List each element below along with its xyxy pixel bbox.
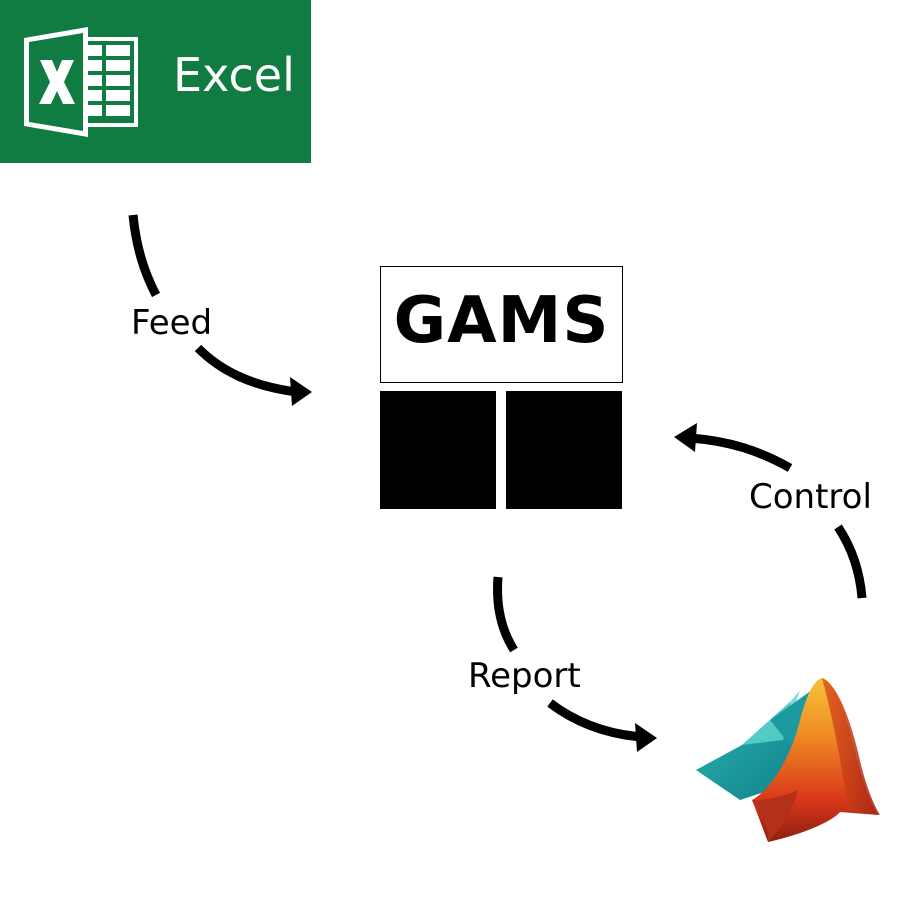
report-arrowhead-icon	[635, 723, 657, 752]
feed-arrow-lower	[194, 344, 298, 397]
control-arrow-upper	[689, 433, 793, 472]
excel-wordmark: Excel	[173, 48, 295, 102]
matlab-membrane-icon	[696, 678, 880, 842]
excel-icon	[24, 27, 138, 137]
feed-arrowhead-icon	[290, 377, 312, 406]
gams-wordmark: GAMS	[393, 284, 610, 358]
report-label: Report	[468, 656, 581, 696]
report-arrow-lower	[547, 699, 643, 742]
gams-logo-left-block	[380, 391, 496, 509]
feed-arrow-upper	[128, 214, 160, 298]
gams-logo: GAMS	[380, 266, 623, 510]
gams-logo-right-block	[506, 391, 622, 509]
feed-label: Feed	[131, 303, 213, 343]
report-arrow-upper	[493, 576, 518, 653]
gams-wordmark-box: GAMS	[380, 266, 623, 383]
control-arrowhead-icon	[674, 423, 697, 452]
control-label: Control	[749, 477, 872, 517]
excel-logo: Excel	[0, 0, 311, 163]
control-arrow-lower	[834, 524, 867, 599]
